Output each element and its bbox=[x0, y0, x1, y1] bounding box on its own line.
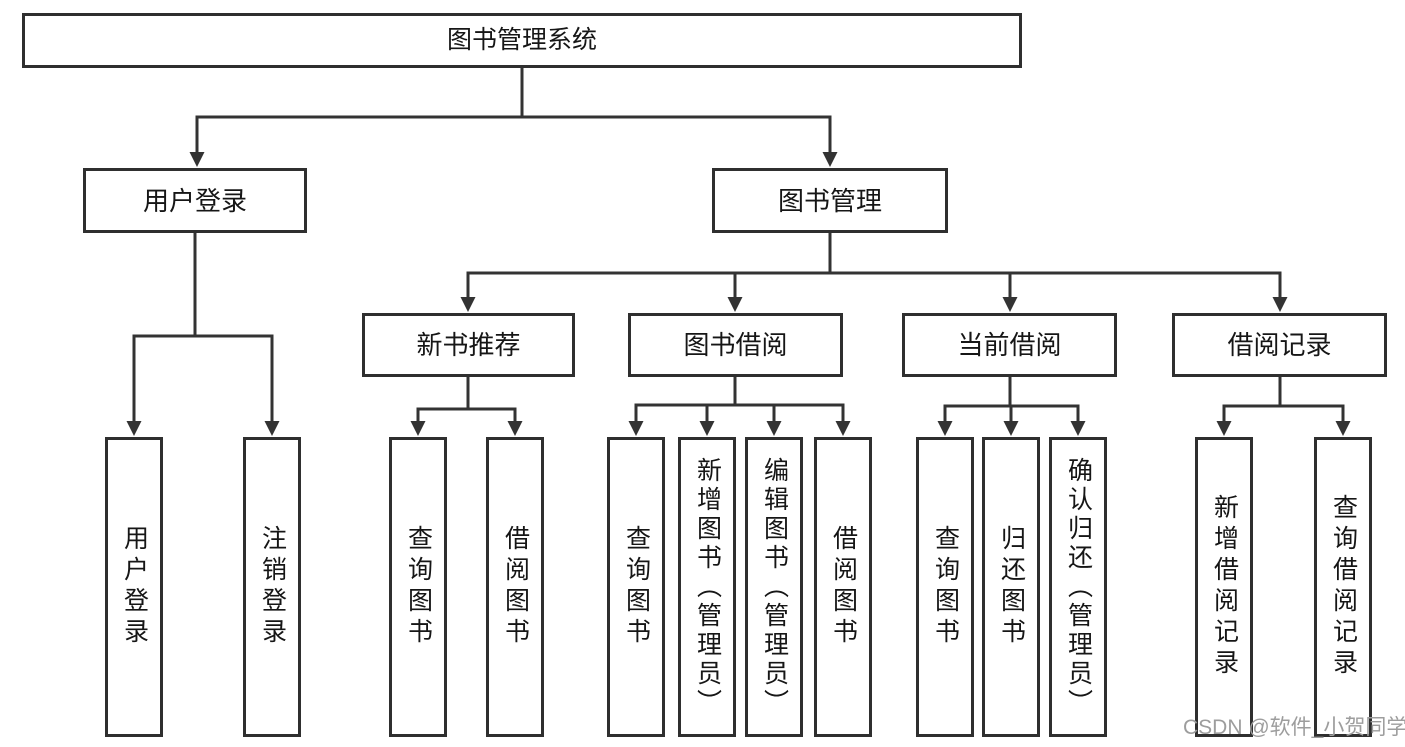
node-book-borrow: 图书借阅 bbox=[628, 313, 843, 377]
node-book-management: 图书管理 bbox=[712, 168, 948, 233]
connector-paths bbox=[132, 68, 1345, 422]
leaf-query-book-1-label: 查询图书 bbox=[404, 525, 433, 649]
leaf-query-book-3-label: 查询图书 bbox=[931, 525, 960, 649]
leaf-user-login-label: 用户登录 bbox=[120, 525, 149, 649]
node-book-borrow-label: 图书借阅 bbox=[683, 330, 788, 360]
leaf-borrow-book-1-label: 借阅图书 bbox=[501, 525, 530, 649]
node-library-system-label: 图书管理系统 bbox=[446, 26, 597, 54]
leaf-edit-book-admin-label: 编辑图书（管理员） bbox=[760, 456, 789, 718]
leaf-query-book-2: 查询图书 bbox=[607, 437, 665, 737]
node-borrow-records: 借阅记录 bbox=[1172, 313, 1387, 377]
leaf-return-book: 归还图书 bbox=[982, 437, 1040, 737]
node-book-management-label: 图书管理 bbox=[777, 185, 882, 216]
node-new-book-recommend-label: 新书推荐 bbox=[416, 330, 521, 360]
leaf-return-book-label: 归还图书 bbox=[997, 525, 1026, 649]
leaf-edit-book-admin: 编辑图书（管理员） bbox=[745, 437, 803, 737]
leaf-confirm-return-admin: 确认归还（管理员） bbox=[1049, 437, 1107, 737]
node-user-login-label: 用户登录 bbox=[142, 185, 247, 216]
node-user-login: 用户登录 bbox=[83, 168, 307, 233]
leaf-add-book-admin: 新增图书（管理员） bbox=[678, 437, 736, 737]
node-current-borrow-label: 当前借阅 bbox=[957, 330, 1062, 360]
csdn-watermark: CSDN @软件_小贺同学 bbox=[1183, 716, 1405, 739]
leaf-logout: 注销登录 bbox=[243, 437, 301, 737]
leaf-query-borrow-record-label: 查询借阅记录 bbox=[1329, 494, 1358, 680]
node-new-book-recommend: 新书推荐 bbox=[362, 313, 575, 377]
node-library-system: 图书管理系统 bbox=[22, 13, 1022, 68]
leaf-confirm-return-admin-label: 确认归还（管理员） bbox=[1064, 456, 1093, 718]
leaf-query-borrow-record: 查询借阅记录 bbox=[1314, 437, 1372, 737]
leaf-query-book-2-label: 查询图书 bbox=[622, 525, 651, 649]
leaf-borrow-book-2: 借阅图书 bbox=[814, 437, 872, 737]
leaf-borrow-book-1: 借阅图书 bbox=[486, 437, 544, 737]
leaf-add-book-admin-label: 新增图书（管理员） bbox=[693, 456, 722, 718]
leaf-borrow-book-2-label: 借阅图书 bbox=[829, 525, 858, 649]
node-borrow-records-label: 借阅记录 bbox=[1227, 330, 1332, 360]
leaf-logout-label: 注销登录 bbox=[258, 525, 287, 649]
leaf-add-borrow-record-label: 新增借阅记录 bbox=[1210, 494, 1239, 680]
node-current-borrow: 当前借阅 bbox=[902, 313, 1117, 377]
leaf-query-book-1: 查询图书 bbox=[389, 437, 447, 737]
leaf-user-login: 用户登录 bbox=[105, 437, 163, 737]
leaf-add-borrow-record: 新增借阅记录 bbox=[1195, 437, 1253, 737]
leaf-query-book-3: 查询图书 bbox=[916, 437, 974, 737]
arrowheads bbox=[126, 152, 1351, 436]
